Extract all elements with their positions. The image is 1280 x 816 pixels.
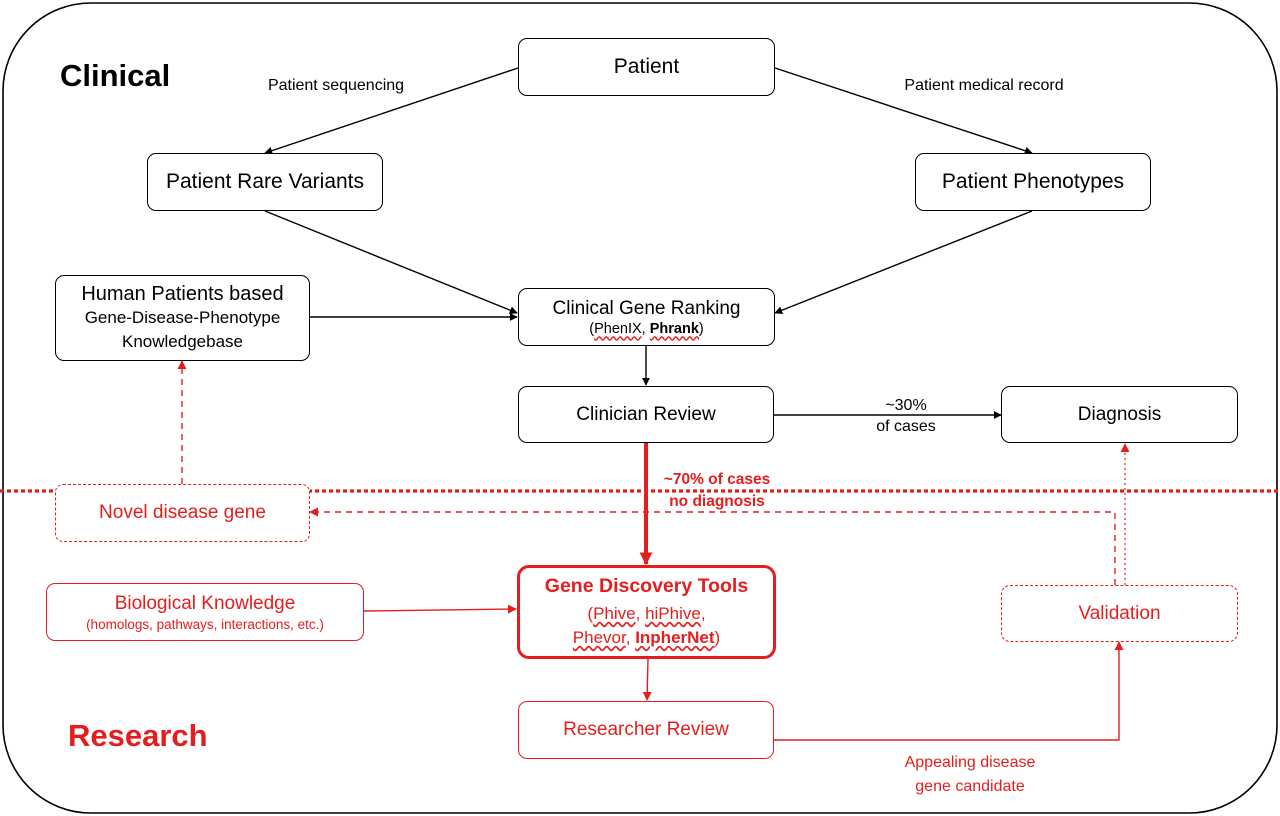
label-70-percent-line2: no diagnosis [669,493,765,510]
edge-validation-to-novelgene [309,507,1116,585]
label-70-percent-line1: ~70% of cases [663,471,771,488]
node-novel-disease-gene: Novel disease gene [55,484,310,542]
label-30-percent-line2: of cases [876,418,936,435]
clinical-ranking-paren-open: ( [589,320,595,337]
discovery-sep2: , [700,603,706,623]
tool-phenix: PhenIX [594,320,642,337]
tool-phive: Phive [593,603,636,623]
clinical-ranking-tools: (PhenIX, Phrank) [589,321,704,337]
label-30-percent-line1: ~30% [885,397,927,414]
tool-phevor: Phevor [572,627,626,647]
edge-discovery-to-researcher [642,658,652,701]
edge-patient-to-variants [264,67,519,155]
edge-variants-to-ranking [264,210,518,315]
node-clinical-gene-ranking: Clinical Gene Ranking (PhenIX, Phrank) [518,288,775,346]
knowledgebase-line2: Gene-Disease-Phenotype [84,308,281,327]
node-clinician-review: Clinician Review [518,386,774,443]
node-patient: Patient [518,38,775,96]
discovery-sep1: , [635,603,646,623]
section-title-research: Research [68,718,208,753]
edge-patient-to-phenotypes [774,67,1033,155]
clinical-ranking-title: Clinical Gene Ranking [552,297,741,319]
knowledgebase-line3: Knowledgebase [122,332,243,351]
discovery-title: Gene Discovery Tools [544,574,749,597]
label-patient-medical-record: Patient medical record [904,77,1064,94]
label-appealing-candidate: Appealing disease gene candidate [880,751,1060,799]
node-validation: Validation [1001,585,1238,642]
discovery-tools-line2: Phevor, InpherNet) [573,626,720,650]
node-patient-phenotypes: Patient Phenotypes [915,153,1151,211]
discovery-sep3: , [625,627,636,647]
node-knowledgebase: Human Patients based Gene-Disease-Phenot… [55,275,310,361]
bio-knowledge-title: Biological Knowledge [114,592,296,614]
label-patient-sequencing: Patient sequencing [267,77,405,94]
discovery-tools-line1: (Phive, hiPhive, [587,602,705,626]
node-researcher-review: Researcher Review [518,701,774,759]
tool-inphernet: InpherNet [635,627,715,647]
tool-hiphive: hiPhive [645,603,701,623]
node-patient-rare-variants: Patient Rare Variants [147,153,383,211]
edge-bioknowledge-to-discovery [363,604,517,614]
discovery-paren-open: ( [587,603,594,623]
tool-phrank: Phrank [649,320,699,337]
label-appealing-line2: gene candidate [915,778,1025,795]
edge-phenotypes-to-ranking [774,210,1033,315]
clinical-ranking-sep: , [641,320,650,337]
clinical-ranking-paren-close: ) [698,320,704,337]
discovery-paren-close: ) [714,627,721,647]
node-biological-knowledge: Biological Knowledge (homologs, pathways… [46,583,364,641]
node-gene-discovery-tools: Gene Discovery Tools (Phive, hiPhive, Ph… [517,565,776,659]
label-70-percent: ~70% of cases no diagnosis [652,469,782,513]
edge-researcher-to-validation [774,641,1124,741]
label-30-percent: ~30% of cases [846,395,966,437]
knowledgebase-line1: Human Patients based [81,283,284,305]
node-diagnosis: Diagnosis [1001,386,1238,443]
label-appealing-line1: Appealing disease [904,754,1036,771]
bio-knowledge-subtitle: (homologs, pathways, interactions, etc.) [86,616,324,632]
section-title-clinical: Clinical [60,58,171,93]
